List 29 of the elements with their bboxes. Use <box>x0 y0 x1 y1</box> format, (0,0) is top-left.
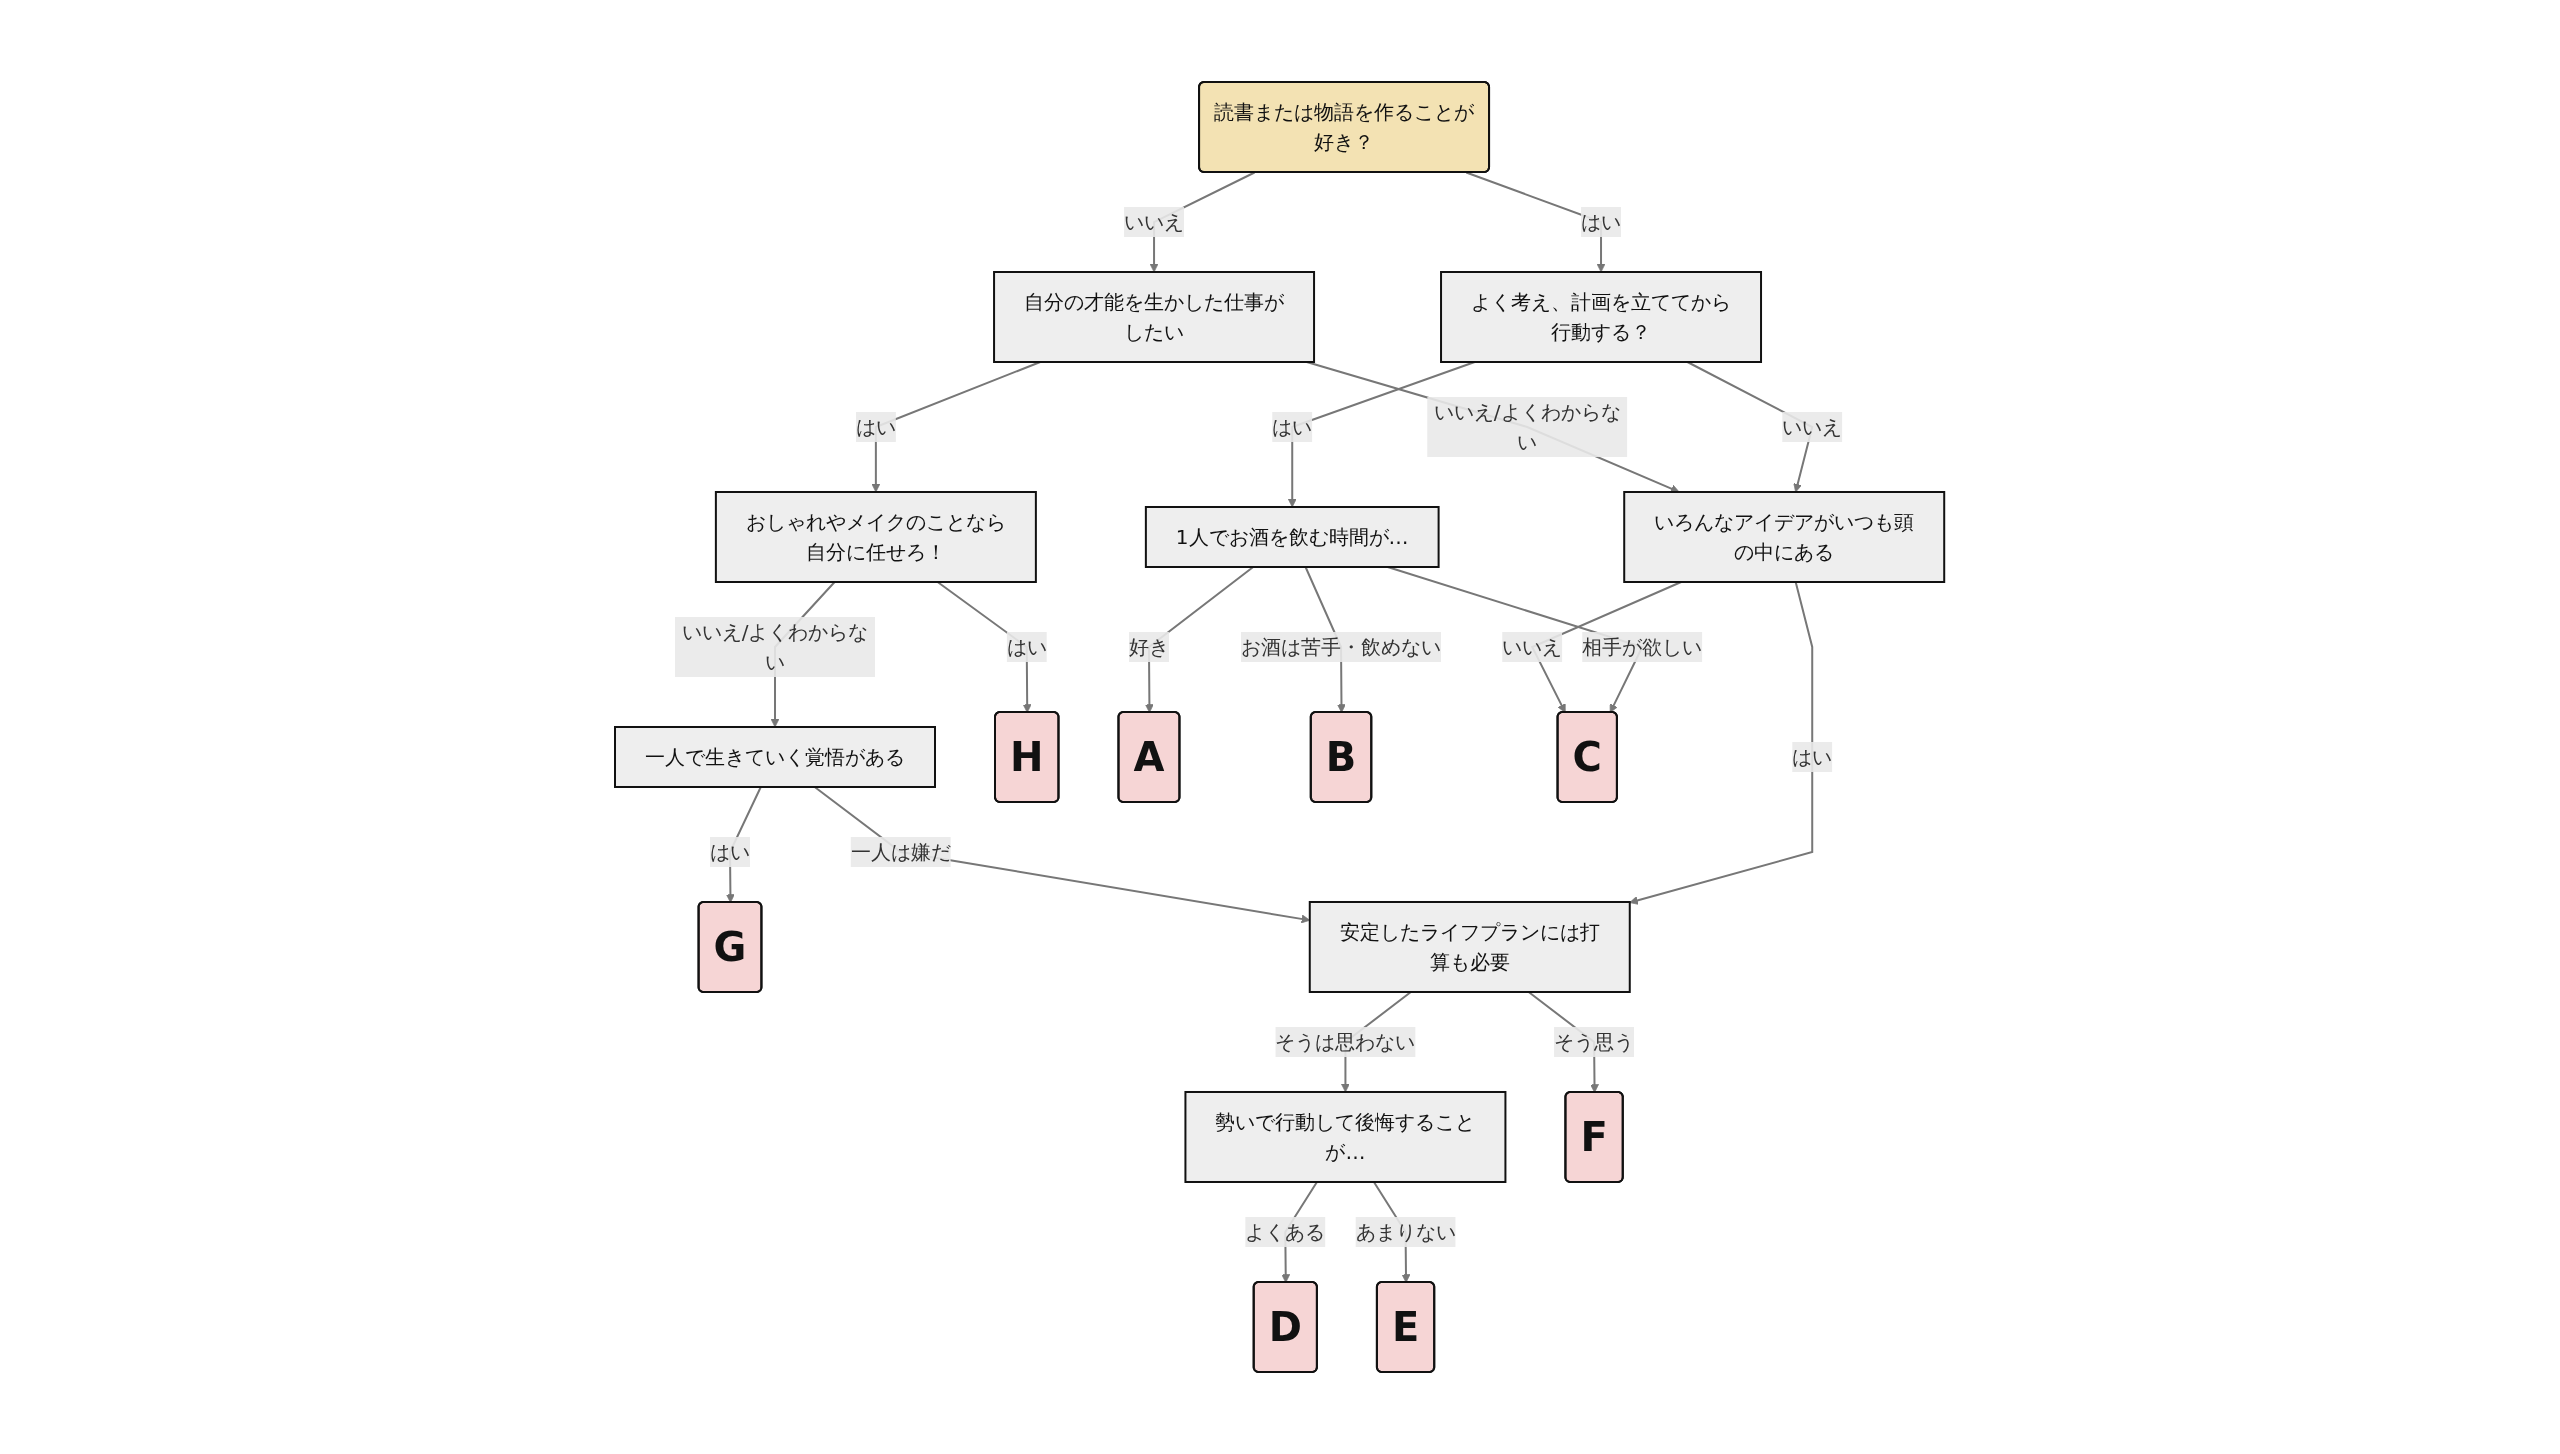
arrow <box>814 786 1311 924</box>
node-box: いろんなアイデアがいつも頭の中にある <box>1623 491 1946 583</box>
node-box: 勢いで行動して後悔することが… <box>1184 1091 1507 1183</box>
edge-label: よくある <box>1245 1219 1326 1244</box>
node-box: 安定したライフプランには打算も必要 <box>1309 901 1632 993</box>
edge-label: はい <box>856 415 897 439</box>
edge-label: いいえ <box>1124 210 1185 234</box>
node-box: おしゃれやメイクのことなら自分に任せろ！ <box>715 491 1038 583</box>
edge-label: はい <box>1272 415 1313 439</box>
edge-label: 好き <box>1129 634 1170 659</box>
node-box: 一人で生きていく覚悟がある <box>614 726 937 788</box>
edge-label: いいえ <box>1502 634 1563 659</box>
node-box: 自分の才能を生かした仕事がしたい <box>993 271 1316 363</box>
edge-label: いいえ/よくわからない <box>682 619 869 674</box>
arrow <box>1629 581 1814 905</box>
edge-label: はい <box>1581 210 1622 234</box>
node-box: よく考え、計画を立ててから行動する？ <box>1440 271 1763 363</box>
edge-label: はい <box>1007 634 1048 659</box>
edge-label: そうは思わない <box>1275 1029 1416 1054</box>
edge-label: はい <box>710 839 751 864</box>
edge-label: いいえ/よくわからない <box>1434 400 1621 454</box>
edge-label: 相手が欲しい <box>1582 634 1703 659</box>
edge-label: 一人は嫌だ <box>851 839 952 864</box>
edge-label: いいえ <box>1782 415 1843 439</box>
edge-label: あまりない <box>1355 1219 1456 1244</box>
edge-label: はい <box>1792 744 1833 769</box>
node-box: 1人でお酒を飲む時間が… <box>1145 506 1440 568</box>
edge-label: そう思う <box>1554 1029 1635 1054</box>
edge-label: お酒は苦手・飲めない <box>1241 634 1442 659</box>
